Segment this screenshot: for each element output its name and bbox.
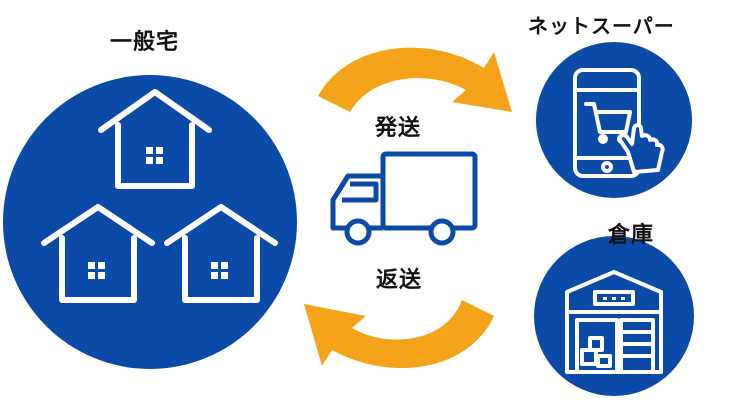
house-window-icon	[211, 262, 228, 279]
supermarket-label: ネットスーパー	[528, 14, 675, 38]
homes-label: 一般宅	[110, 30, 180, 55]
house-icon	[41, 204, 155, 303]
shopping-cart-phone-icon	[573, 68, 665, 178]
homes-circle	[3, 75, 297, 369]
warehouse-label: 倉庫	[608, 223, 655, 248]
house-icon	[164, 204, 278, 303]
curved-arrow-icon	[318, 47, 512, 112]
house-window-icon	[88, 262, 105, 279]
shipping-label: 発送	[375, 116, 422, 141]
curved-arrow-icon	[304, 300, 494, 369]
warehouse-icon	[565, 270, 663, 374]
house-icon	[98, 89, 212, 189]
warehouse-window-icon	[603, 297, 625, 300]
house-window-icon	[146, 147, 163, 164]
return-label: 返送	[376, 268, 423, 293]
truck-icon	[330, 151, 478, 246]
